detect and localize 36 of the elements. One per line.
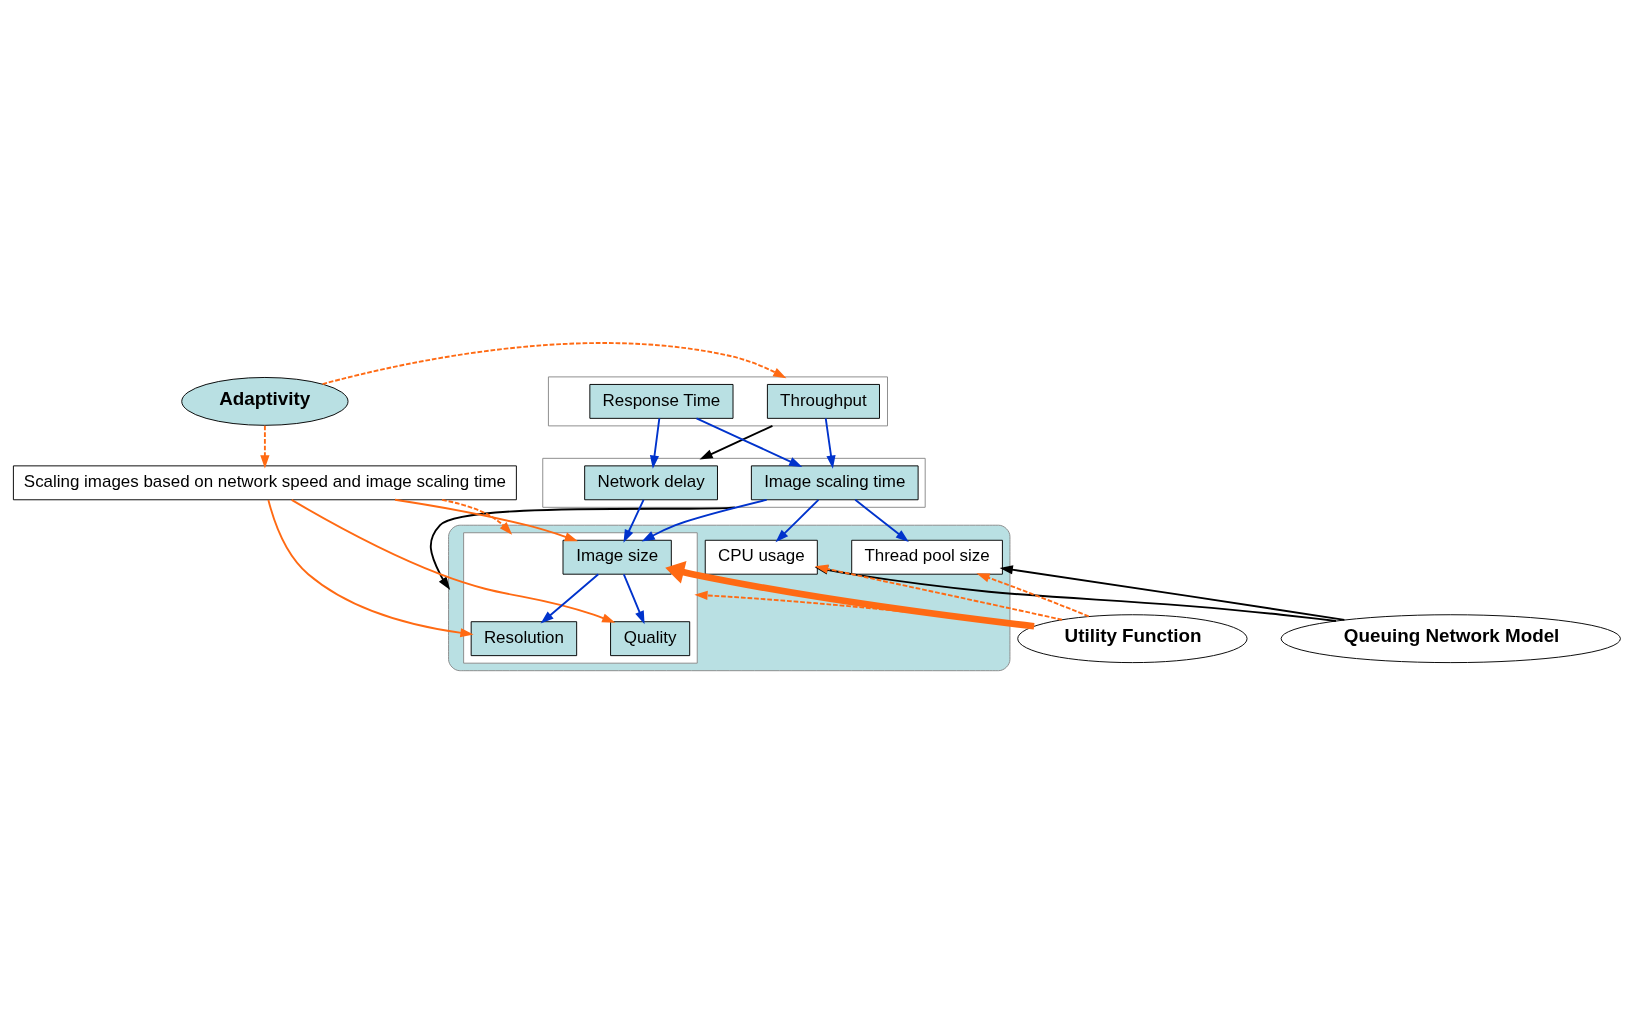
arrow bbox=[623, 498, 645, 543]
arrow bbox=[824, 417, 836, 469]
arrow bbox=[665, 560, 1035, 630]
arrow bbox=[814, 564, 1337, 622]
node-box: Response Time bbox=[589, 383, 734, 419]
arrow bbox=[540, 572, 600, 623]
arrow bbox=[429, 505, 736, 590]
node-ellipse: Queuing Network Model bbox=[1280, 613, 1621, 663]
arrow bbox=[321, 341, 787, 385]
arrow bbox=[699, 424, 774, 460]
arrow bbox=[649, 417, 661, 469]
arrow bbox=[260, 424, 270, 468]
arrow bbox=[854, 498, 909, 542]
cluster bbox=[448, 524, 1011, 671]
arrow bbox=[695, 417, 803, 467]
arrow bbox=[394, 498, 578, 541]
arrow bbox=[290, 498, 616, 623]
node-box: Scaling images based on network speed and image scaling time bbox=[12, 464, 517, 500]
node-box: Image scaling time bbox=[750, 464, 919, 500]
node-box: Thread pool size bbox=[851, 539, 1003, 575]
node-box: Network delay bbox=[584, 464, 718, 500]
node-box: Throughput bbox=[766, 383, 880, 419]
arrow bbox=[976, 572, 1090, 617]
arrow bbox=[441, 498, 513, 535]
node-box: Quality bbox=[610, 620, 691, 656]
arrow bbox=[999, 564, 1346, 621]
arrow bbox=[622, 572, 645, 624]
arrow bbox=[814, 564, 1063, 621]
node-ellipse: Utility Function bbox=[1017, 613, 1248, 663]
node-box: Image size bbox=[562, 539, 672, 575]
arrow bbox=[641, 498, 768, 542]
arrow bbox=[267, 498, 474, 637]
cluster bbox=[547, 375, 888, 426]
node-box: Resolution bbox=[470, 620, 578, 656]
node-ellipse: Adaptivity bbox=[181, 376, 349, 426]
node-box: CPU usage bbox=[704, 539, 818, 575]
